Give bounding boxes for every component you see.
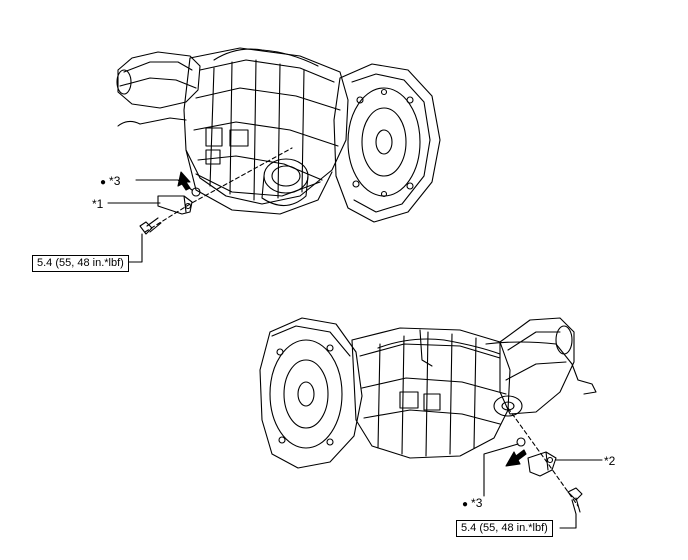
bottom-torque-spec: 5.4 (55, 48 in.*lbf) — [456, 520, 553, 537]
top-marker-text: *3 — [109, 174, 121, 188]
top-marker-label: ●*3 — [100, 174, 120, 190]
top-torque-spec: 5.4 (55, 48 in.*lbf) — [32, 255, 129, 272]
bottom-transmission-illustration — [259, 317, 597, 469]
top-part-label: *1 — [92, 197, 104, 211]
bottom-exploded-parts — [483, 407, 603, 529]
bottom-marker-dot: ● — [462, 499, 469, 510]
bottom-part-label: *2 — [604, 454, 616, 468]
top-transmission-illustration — [116, 47, 441, 223]
top-marker-dot: ● — [100, 177, 107, 188]
bottom-marker-text: *3 — [471, 496, 483, 510]
bottom-marker-label: ●*3 — [462, 496, 482, 512]
top-exploded-parts — [107, 147, 293, 263]
